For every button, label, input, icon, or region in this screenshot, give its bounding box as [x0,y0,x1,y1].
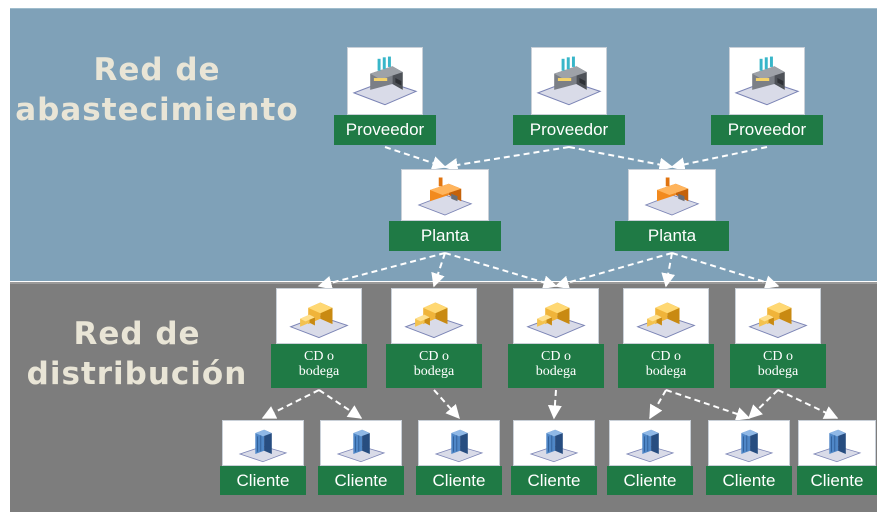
plant-label: Planta [615,221,729,251]
flow-arrow [444,252,558,290]
supply-title-line-2: abastecimiento [15,92,299,128]
warehouse-icon [513,288,599,344]
customer-label: Cliente [607,466,693,495]
customer-node: Cliente [706,420,792,495]
customer-building-icon [418,420,500,466]
customer-label: Cliente [318,466,404,495]
flow-arrow [547,389,562,420]
distribution-title-line-1: Red de [73,316,201,352]
customer-node: Cliente [607,420,693,495]
supplier-label: Proveedor [711,115,823,145]
customer-building-icon [798,420,876,466]
supplier-label: Proveedor [334,115,436,145]
flow-arrow [384,146,447,170]
flow-arrow [777,389,839,419]
plant-icon [628,169,716,221]
supplier-label: Proveedor [513,115,625,145]
flow-arrow [318,389,363,419]
flow-arrow [317,252,446,290]
flow-arrow [747,389,779,419]
plant-icon [401,169,489,221]
customer-node: Cliente [318,420,404,495]
warehouse-label-line: bodega [413,364,455,379]
factory-icon [347,47,423,115]
warehouse-label-line: CD o [763,349,793,364]
warehouse-label-line: bodega [757,364,799,379]
customer-label: Cliente [220,466,306,495]
customer-node: Cliente [220,420,306,495]
customer-building-icon [222,420,304,466]
warehouse-label-line: CD o [651,349,681,364]
warehouse-icon [391,288,477,344]
customer-building-icon [609,420,691,466]
customer-label: Cliente [797,466,877,495]
warehouse-label-line: bodega [535,364,577,379]
flow-arrow [665,389,751,421]
flow-arrow [261,389,320,419]
customer-building-icon [320,420,402,466]
plant-node: Planta [389,169,501,251]
flow-arrow [431,252,446,288]
distribution-title-line-2: distribución [26,356,248,392]
flow-arrow [433,389,460,420]
supplier-node: Proveedor [334,47,436,145]
flow-arrow [443,146,570,172]
supply-title-line-1: Red de [93,52,221,88]
supplier-node: Proveedor [711,47,823,145]
plant-node: Planta [615,169,729,251]
customer-label: Cliente [706,466,792,495]
flow-arrow [554,252,673,290]
flow-arrow [568,146,674,172]
flow-arrow [649,389,667,420]
plant-label: Planta [389,221,501,251]
factory-icon [729,47,805,115]
warehouse-label-line: bodega [298,364,340,379]
distribution-network-title: Red de distribución [12,314,262,394]
customer-building-icon [708,420,790,466]
customer-node: Cliente [511,420,597,495]
warehouse-icon [276,288,362,344]
supplier-node: Proveedor [513,47,625,145]
flow-arrow [661,252,676,288]
customer-building-icon [513,420,595,466]
supply-network-title: Red de abastecimiento [12,50,302,130]
warehouse-icon [623,288,709,344]
warehouse-label-line: CD o [304,349,334,364]
warehouse-label-line: bodega [645,364,687,379]
warehouse-icon [735,288,821,344]
customer-node: Cliente [797,420,877,495]
flow-arrow [671,252,780,289]
customer-label: Cliente [416,466,502,495]
customer-label: Cliente [511,466,597,495]
warehouse-label-line: CD o [419,349,449,364]
flow-arrow [670,146,768,172]
factory-icon [531,47,607,115]
warehouse-label-line: CD o [541,349,571,364]
customer-node: Cliente [416,420,502,495]
